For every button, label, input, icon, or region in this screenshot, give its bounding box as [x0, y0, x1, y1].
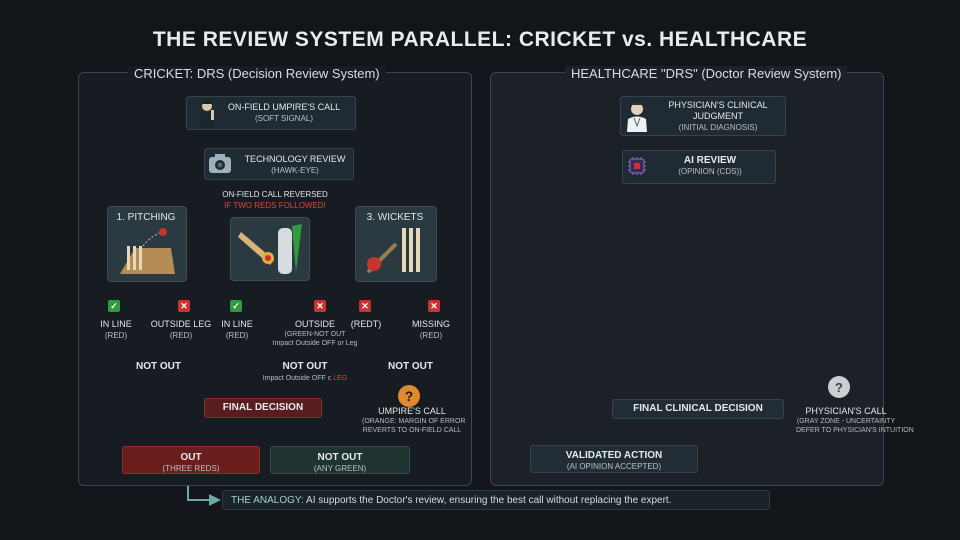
- wickets-icon: [360, 226, 430, 276]
- cross-icon: ✕: [428, 300, 440, 312]
- pitching-label: 1. PITCHING: [116, 212, 176, 223]
- reversal-note: ON-FIELD CALL REVERSED IF TWO REDS FOLLO…: [222, 190, 328, 210]
- final-decision-box: FINAL DECISION: [204, 398, 322, 418]
- page-title: THE REVIEW SYSTEM PARALLEL: CRICKET vs. …: [152, 28, 808, 51]
- check-icon: ✓: [108, 300, 120, 312]
- redt-label: (REDT): [350, 319, 382, 329]
- ai-review-box: AI REVIEW (OPINION (CDS)): [622, 150, 776, 184]
- umpire-call-box: ON-FIELD UMPIRE'S CALL (SOFT SIGNAL): [186, 96, 356, 130]
- not-out-2: NOT OUT Impact Outside OFF c LEG: [262, 361, 348, 382]
- check-icon: ✓: [230, 300, 242, 312]
- physician-judgment-box: PHYSICIAN'S CLINICAL JUDGMENT (INITIAL D…: [620, 96, 786, 136]
- final-clinical-decision-box: FINAL CLINICAL DECISION: [612, 399, 784, 419]
- outside-label: OUTSIDE (GREEN-NOT OUT Impact Outside OF…: [272, 319, 358, 347]
- pitch-stumps-icon: [115, 226, 177, 276]
- camera-icon: [208, 152, 232, 174]
- validated-action-box: VALIDATED ACTION (AI OPINION ACCEPTED): [530, 445, 698, 473]
- healthcare-panel: [490, 72, 884, 486]
- outside-leg-label: OUTSIDE LEG (RED): [150, 319, 212, 340]
- not-out-3: NOT OUT: [388, 361, 433, 372]
- physicians-call-label: PHYSICIAN'S CALL (GRAY ZONE - UNCERTAINT…: [796, 406, 914, 434]
- analogy-bar: THE ANALOGY: AI supports the Doctor's re…: [222, 490, 770, 510]
- healthcare-panel-title: HEALTHCARE "DRS" (Doctor Review System): [565, 66, 848, 81]
- bat-pad-icon: [236, 220, 306, 278]
- not-out-final-box: NOT OUT (ANY GREEN): [270, 446, 410, 474]
- question-icon: ?: [398, 385, 420, 407]
- in-line-1-label: IN LINE (RED): [100, 319, 132, 340]
- out-box: OUT (THREE REDS): [122, 446, 260, 474]
- umpire-icon: [198, 98, 216, 128]
- cross-icon: ✕: [359, 300, 371, 312]
- cricket-panel-title: CRICKET: DRS (Decision Review System): [128, 66, 386, 81]
- missing-label: MISSING (RED): [411, 319, 450, 340]
- umpires-call-label: UMPIRE'S CALL (ORANGE: MARGIN OF ERROR R…: [362, 406, 466, 434]
- cross-icon: ✕: [314, 300, 326, 312]
- not-out-1: NOT OUT: [136, 361, 181, 372]
- svg-text:?: ?: [835, 380, 843, 395]
- cross-icon: ✕: [178, 300, 190, 312]
- doctor-icon: [626, 100, 648, 132]
- wickets-label: 3. WICKETS: [366, 212, 424, 223]
- uncertain-head-icon: ?: [826, 374, 852, 400]
- ai-chip-icon: [626, 155, 648, 177]
- in-line-2-label: IN LINE (RED): [221, 319, 253, 340]
